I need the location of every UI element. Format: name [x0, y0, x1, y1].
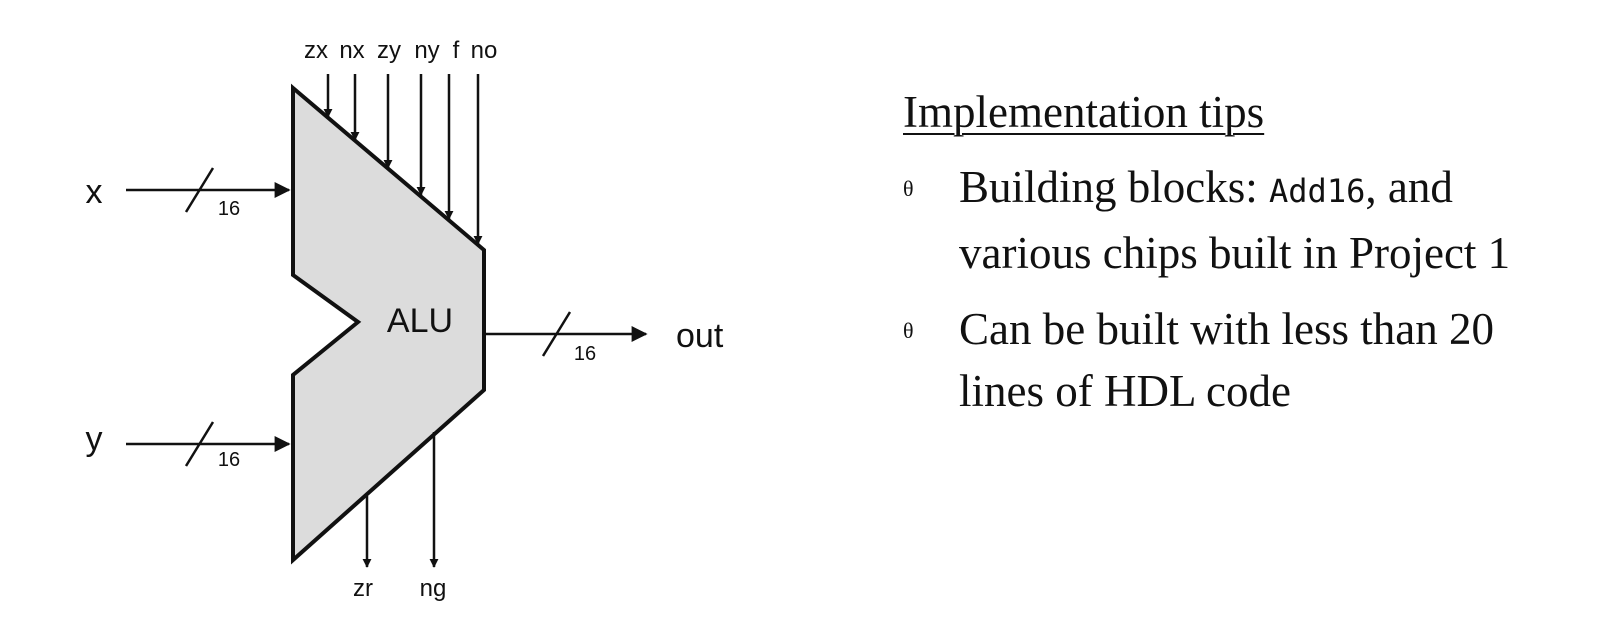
tips-title: Implementation tips	[903, 87, 1265, 137]
tip-item: θ Building blocks: Add16, and various ch…	[903, 156, 1510, 284]
control-label-nx: nx	[339, 37, 364, 64]
bullet-icon: θ	[903, 176, 914, 201]
alu-diagram: ALU zx nx zy ny f no x 16 y 16 16 out zr…	[86, 37, 724, 602]
bus-slash-y	[184, 421, 215, 467]
input-label-y: y	[86, 420, 103, 458]
control-label-no: no	[471, 37, 498, 64]
output-label-out: out	[676, 317, 724, 355]
tip-line: Building blocks: Add16, and	[959, 156, 1510, 222]
bus-slash-x	[184, 167, 215, 213]
status-label-zr: zr	[353, 575, 373, 602]
input-label-x: x	[86, 173, 103, 211]
control-label-zx: zx	[304, 37, 328, 64]
bus-slash-out	[541, 311, 572, 357]
tip-line: various chips built in Project 1	[959, 228, 1511, 278]
implementation-tips: Implementation tips θ Building blocks: A…	[903, 82, 1510, 436]
tip-item: θ Can be built with less than 20 lines o…	[903, 298, 1510, 422]
alu-body	[291, 83, 486, 565]
control-label-f: f	[453, 37, 460, 64]
alu-label: ALU	[387, 302, 453, 340]
tip-text: Building blocks:	[959, 162, 1270, 212]
bus-width-y: 16	[218, 449, 240, 471]
tip-text: , and	[1365, 162, 1453, 212]
bullet-icon: θ	[903, 318, 914, 343]
bus-width-out: 16	[574, 343, 596, 365]
tip-line: lines of HDL code	[959, 366, 1291, 416]
tip-line: Can be built with less than 20	[959, 304, 1494, 354]
control-label-zy: zy	[377, 37, 401, 64]
bus-width-x: 16	[218, 198, 240, 220]
control-label-ny: ny	[414, 37, 439, 64]
code-snippet: Add16	[1269, 172, 1366, 210]
status-label-ng: ng	[420, 575, 447, 602]
